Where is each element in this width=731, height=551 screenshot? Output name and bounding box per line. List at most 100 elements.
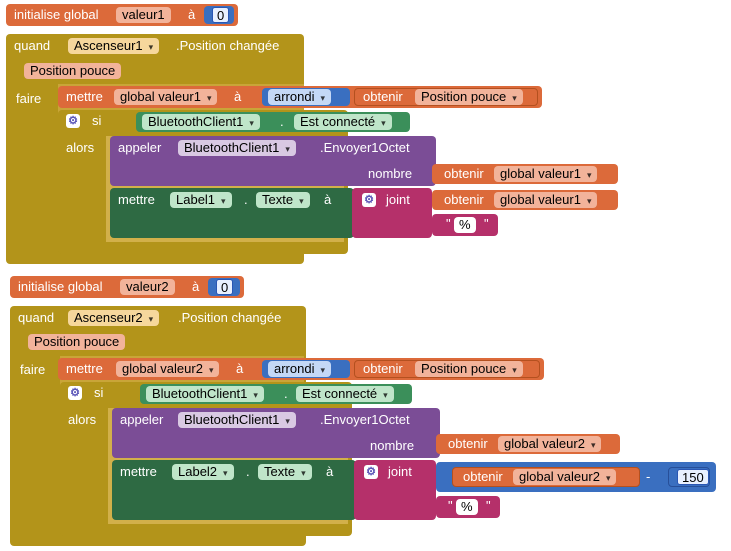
get-var-block-2a[interactable]: obtenir global valeur2 bbox=[436, 434, 620, 454]
gear-icon[interactable]: ⚙ bbox=[364, 465, 378, 479]
event-name-label: .Position changée bbox=[178, 310, 282, 325]
get-var-block-1a[interactable]: obtenir global valeur1 bbox=[432, 164, 618, 184]
get-label: obtenir bbox=[363, 361, 403, 376]
round-dropdown[interactable]: arrondi bbox=[268, 89, 331, 105]
when-label: quand bbox=[18, 310, 55, 325]
to-label: à bbox=[236, 361, 244, 376]
to-label: à bbox=[326, 464, 334, 479]
get-param-dropdown[interactable]: Position pouce bbox=[415, 89, 523, 105]
quote-close: " bbox=[486, 498, 491, 513]
text-property-dropdown[interactable]: Texte bbox=[256, 192, 310, 208]
event-name-label: .Position changée bbox=[176, 38, 280, 53]
get-param-block[interactable]: obtenir Position pouce bbox=[354, 360, 540, 378]
component-dropdown[interactable]: Ascenseur2 bbox=[68, 310, 160, 326]
join-block-2[interactable]: ⚙ joint bbox=[354, 460, 436, 520]
get-variable-dropdown[interactable]: global valeur1 bbox=[494, 166, 598, 182]
initialise-global-label: initialise global bbox=[14, 7, 99, 22]
label-component-dropdown[interactable]: Label1 bbox=[170, 192, 232, 208]
set-variable-dropdown[interactable]: global valeur2 bbox=[116, 361, 220, 377]
if-label: si bbox=[94, 385, 104, 400]
property-dropdown[interactable]: Est connecté bbox=[296, 386, 394, 402]
label-component-dropdown[interactable]: Label2 bbox=[172, 464, 234, 480]
round-dropdown[interactable]: arrondi bbox=[268, 361, 331, 377]
bt-component-dropdown[interactable]: BluetoothClient1 bbox=[146, 386, 264, 402]
method-label: .Envoyer1Octet bbox=[320, 140, 410, 155]
quote-open: " bbox=[446, 216, 451, 231]
set-label-block-2[interactable]: mettre Label2 . Texte à bbox=[112, 460, 356, 520]
global-name-field[interactable]: valeur1 bbox=[116, 7, 171, 23]
text-literal-block-1[interactable]: " % " bbox=[432, 214, 498, 236]
property-dropdown[interactable]: Est connecté bbox=[294, 114, 392, 130]
param-position-pouce[interactable]: Position pouce bbox=[28, 334, 126, 350]
dot-label: . bbox=[246, 464, 250, 479]
get-param-block[interactable]: obtenir Position pouce bbox=[354, 88, 538, 106]
do-label: faire bbox=[16, 91, 42, 106]
call-block-2[interactable]: appeler BluetoothClient1 .Envoyer1Octet … bbox=[112, 408, 440, 458]
number-block[interactable]: 0 bbox=[208, 278, 240, 296]
global-name-field[interactable]: valeur2 bbox=[120, 279, 175, 295]
then-label: alors bbox=[68, 412, 97, 427]
number-field[interactable]: 0 bbox=[212, 7, 230, 23]
join-label: joint bbox=[388, 464, 412, 479]
if-label: si bbox=[92, 113, 102, 128]
round-block[interactable]: arrondi bbox=[262, 88, 350, 106]
get-var-block-2b[interactable]: obtenir global valeur2 bbox=[452, 467, 640, 487]
call-label: appeler bbox=[118, 140, 162, 155]
gear-icon[interactable]: ⚙ bbox=[66, 114, 80, 128]
join-label: joint bbox=[386, 192, 410, 207]
get-label: obtenir bbox=[463, 469, 503, 484]
to-label: à bbox=[234, 89, 242, 104]
initialise-global-label: initialise global bbox=[18, 279, 103, 294]
set-global-block-2[interactable]: mettre global valeur2 à arrondi obtenir … bbox=[58, 358, 544, 380]
set-label: mettre bbox=[118, 192, 155, 207]
call-component-dropdown[interactable]: BluetoothClient1 bbox=[178, 140, 296, 156]
set-label: mettre bbox=[66, 361, 103, 376]
set-global-block-1[interactable]: mettre global valeur1 à arrondi obtenir … bbox=[58, 86, 542, 108]
dot-label: . bbox=[244, 192, 248, 207]
bt-connected-block-2[interactable]: BluetoothClient1 . Est connecté bbox=[140, 384, 412, 404]
bt-component-dropdown[interactable]: BluetoothClient1 bbox=[142, 114, 260, 130]
param-position-pouce[interactable]: Position pouce bbox=[24, 63, 122, 79]
method-label: .Envoyer1Octet bbox=[320, 412, 410, 427]
dot-label: . bbox=[284, 386, 288, 401]
number-field[interactable]: 150 bbox=[677, 469, 709, 485]
text-value-field[interactable]: % bbox=[456, 499, 478, 515]
get-label: obtenir bbox=[444, 166, 484, 181]
text-literal-block-2[interactable]: " % " bbox=[436, 496, 500, 518]
number-block[interactable]: 0 bbox=[204, 6, 234, 24]
do-label: faire bbox=[20, 362, 46, 377]
get-variable-dropdown[interactable]: global valeur1 bbox=[494, 192, 598, 208]
gear-icon[interactable]: ⚙ bbox=[362, 193, 376, 207]
get-label: obtenir bbox=[448, 436, 488, 451]
bt-connected-block-1[interactable]: BluetoothClient1 . Est connecté bbox=[136, 112, 410, 132]
number-block[interactable]: 150 bbox=[668, 467, 710, 487]
call-component-dropdown[interactable]: BluetoothClient1 bbox=[178, 412, 296, 428]
global-init-block-1[interactable]: initialise global valeur1 à 0 bbox=[6, 4, 238, 26]
get-param-dropdown[interactable]: Position pouce bbox=[415, 361, 523, 377]
minus-label: - bbox=[646, 469, 651, 484]
quote-close: " bbox=[484, 216, 489, 231]
set-label-block-1[interactable]: mettre Label1 . Texte à bbox=[110, 188, 354, 238]
set-variable-dropdown[interactable]: global valeur1 bbox=[114, 89, 218, 105]
component-dropdown[interactable]: Ascenseur1 bbox=[68, 38, 160, 54]
global-init-block-2[interactable]: initialise global valeur2 à 0 bbox=[10, 276, 244, 298]
get-var-block-1b[interactable]: obtenir global valeur1 bbox=[432, 190, 618, 210]
set-label: mettre bbox=[120, 464, 157, 479]
get-variable-dropdown[interactable]: global valeur2 bbox=[513, 469, 617, 485]
call-block-1[interactable]: appeler BluetoothClient1 .Envoyer1Octet … bbox=[110, 136, 436, 186]
to-label: à bbox=[188, 7, 196, 22]
get-variable-dropdown[interactable]: global valeur2 bbox=[498, 436, 602, 452]
quote-open: " bbox=[448, 498, 453, 513]
text-property-dropdown[interactable]: Texte bbox=[258, 464, 312, 480]
to-label: à bbox=[192, 279, 200, 294]
number-field[interactable]: 0 bbox=[216, 279, 234, 295]
round-block[interactable]: arrondi bbox=[262, 360, 350, 378]
dot-label: . bbox=[280, 114, 284, 129]
number-label: nombre bbox=[370, 438, 415, 453]
text-value-field[interactable]: % bbox=[454, 217, 476, 233]
subtract-block[interactable]: obtenir global valeur2 - 150 bbox=[436, 462, 716, 492]
gear-icon[interactable]: ⚙ bbox=[68, 386, 82, 400]
when-label: quand bbox=[14, 38, 51, 53]
get-label: obtenir bbox=[363, 89, 403, 104]
join-block-1[interactable]: ⚙ joint bbox=[352, 188, 432, 238]
